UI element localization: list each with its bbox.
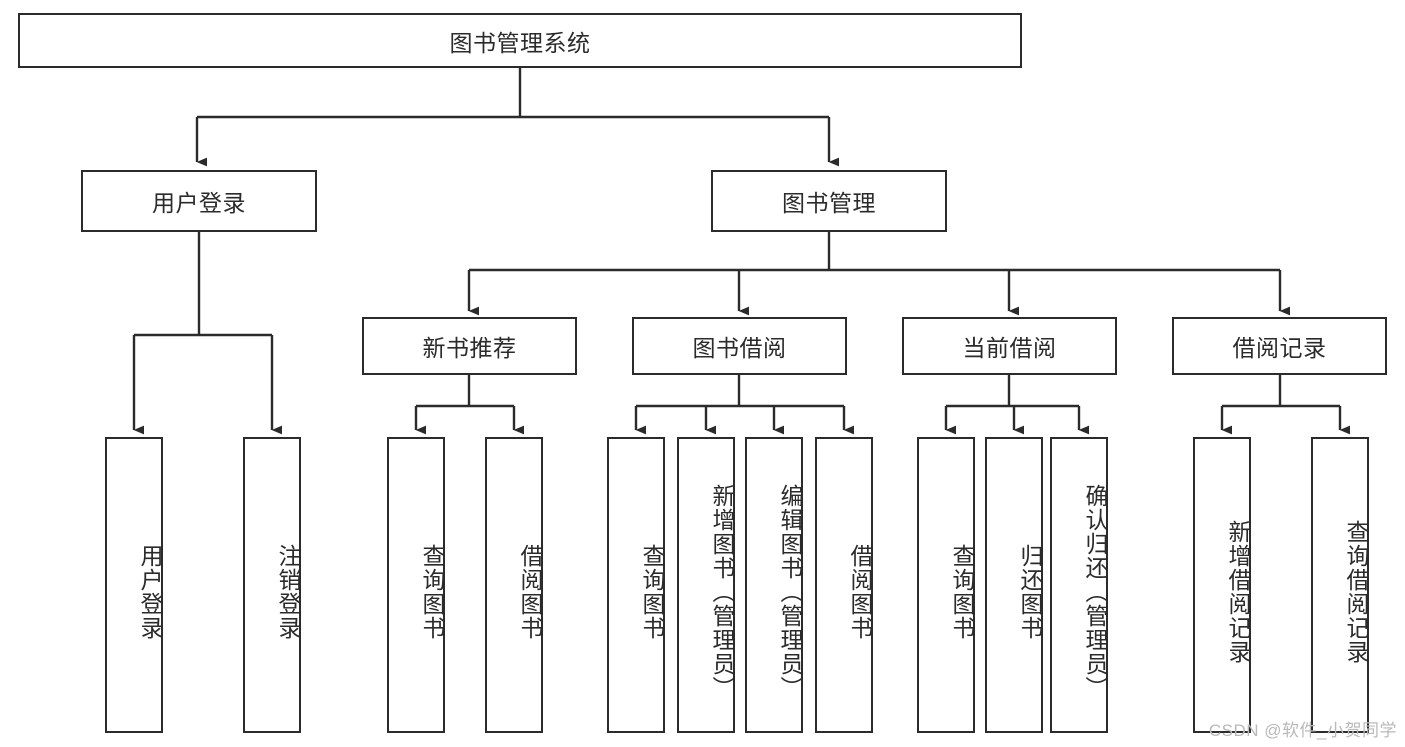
node-label: 查询借阅记录 (1343, 520, 1369, 664)
node-leaf-cb-return-book[interactable]: 归还图书 (985, 437, 1043, 733)
node-label: 新书推荐 (422, 335, 517, 361)
node-label: 当前借阅 (962, 335, 1057, 361)
node-leaf-bb-add-book[interactable]: 新增图书（管理员） (677, 437, 735, 733)
node-leaf-bb-edit-book[interactable]: 编辑图书（管理员） (745, 437, 803, 733)
node-label: 查询图书 (949, 544, 975, 640)
node-book-borrow[interactable]: 图书借阅 (632, 317, 847, 375)
node-leaf-bb-query-book[interactable]: 查询图书 (607, 437, 665, 733)
node-label: 用户登录 (152, 190, 246, 216)
node-label: 借阅图书 (517, 544, 543, 640)
node-current-borrow[interactable]: 当前借阅 (902, 317, 1117, 375)
node-leaf-nb-query-book[interactable]: 查询图书 (387, 437, 445, 733)
node-new-book-recommend[interactable]: 新书推荐 (362, 317, 577, 375)
node-label: 新增图书（管理员） (709, 484, 735, 700)
node-leaf-user-login[interactable]: 用户登录 (105, 437, 163, 733)
node-leaf-logout[interactable]: 注销登录 (243, 437, 301, 733)
node-user-login[interactable]: 用户登录 (81, 170, 317, 232)
node-label: 编辑图书（管理员） (777, 484, 803, 700)
node-label: 图书借阅 (692, 335, 787, 361)
node-leaf-nb-borrow-book[interactable]: 借阅图书 (485, 437, 543, 733)
node-borrow-record[interactable]: 借阅记录 (1172, 317, 1387, 375)
node-label: 借阅图书 (847, 544, 873, 640)
node-leaf-br-query-record[interactable]: 查询借阅记录 (1311, 437, 1369, 733)
node-label: 图书管理系统 (449, 29, 591, 56)
node-leaf-cb-confirm-return[interactable]: 确认归还（管理员） (1050, 437, 1108, 733)
node-label: 注销登录 (275, 544, 301, 640)
node-label: 图书管理 (782, 190, 876, 216)
node-label: 归还图书 (1017, 544, 1043, 640)
node-label: 确认归还（管理员） (1082, 484, 1108, 700)
node-leaf-br-add-record[interactable]: 新增借阅记录 (1193, 437, 1251, 733)
node-label: 查询图书 (639, 544, 665, 640)
node-leaf-bb-borrow-book[interactable]: 借阅图书 (815, 437, 873, 733)
node-label: 借阅记录 (1232, 335, 1327, 361)
node-label: 新增借阅记录 (1225, 520, 1251, 664)
node-leaf-cb-query-book[interactable]: 查询图书 (917, 437, 975, 733)
node-book-manage[interactable]: 图书管理 (711, 170, 947, 232)
node-label: 用户登录 (137, 544, 163, 640)
node-root-system[interactable]: 图书管理系统 (18, 13, 1022, 68)
node-label: 查询图书 (419, 544, 445, 640)
